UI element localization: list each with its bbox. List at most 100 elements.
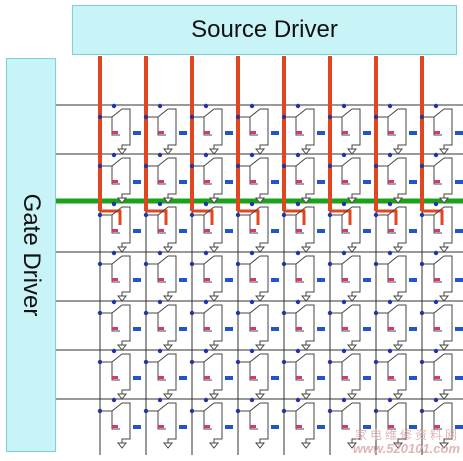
storage-capacitor-icon [455, 425, 463, 429]
pixel-cell [235, 250, 279, 302]
gate-node-dot [111, 250, 117, 256]
tft-switch-icon [111, 157, 123, 167]
gate-node-dot [249, 250, 255, 256]
pixel-wire [284, 312, 304, 332]
tft-switch-icon [203, 206, 215, 216]
pixel-wire [443, 157, 453, 199]
tft-switch-icon [433, 108, 445, 118]
storage-capacitor-icon [225, 229, 233, 233]
storage-capacitor-icon [225, 131, 233, 135]
tft-switch-icon [111, 402, 123, 412]
pixel-wire [121, 157, 131, 199]
pixel-wire [167, 402, 177, 444]
tft-switch-icon [157, 402, 169, 412]
pixel-cell [373, 348, 417, 400]
tft-switch-icon [387, 206, 399, 216]
ground-icon [300, 393, 312, 400]
pixel-electrode-icon [434, 327, 440, 330]
ground-icon [346, 442, 358, 449]
gate-node-dot [433, 397, 439, 403]
ground-icon [346, 344, 358, 351]
ground-icon [300, 148, 312, 155]
tft-switch-icon [295, 353, 307, 363]
ground-icon [254, 344, 266, 351]
pixel-cell [281, 250, 325, 302]
pixel-wire [146, 116, 166, 136]
storage-capacitor-icon [409, 327, 417, 331]
pixel-wire [443, 304, 453, 346]
ground-icon [392, 442, 404, 449]
pixel-wire [213, 255, 223, 297]
data-line-highlight-elbow [238, 209, 260, 225]
ground-icon [346, 148, 358, 155]
tft-switch-icon [111, 353, 123, 363]
tft-switch-icon [111, 108, 123, 118]
pixel-wire [121, 402, 131, 444]
pixel-wire [422, 312, 442, 332]
pixel-wire [305, 206, 315, 248]
tft-switch-icon [341, 353, 353, 363]
gate-node-dot [387, 152, 393, 158]
pixel-electrode-icon [342, 180, 348, 183]
pixel-wire [330, 312, 350, 332]
storage-capacitor-icon [317, 131, 325, 135]
tft-switch-icon [249, 255, 261, 265]
data-line-highlight-elbow [192, 209, 214, 225]
pixel-wire [330, 165, 350, 185]
pixel-cell [97, 397, 141, 449]
pixel-wire [330, 116, 350, 136]
pixel-cell [281, 348, 325, 400]
pixel-cell [97, 103, 141, 155]
pixel-electrode-icon [204, 131, 210, 134]
pixel-wire [121, 108, 131, 150]
ground-icon [300, 197, 312, 204]
pixel-wire [100, 312, 120, 332]
pixel-wire [167, 157, 177, 199]
pixel-electrode-icon [296, 327, 302, 330]
tft-switch-icon [295, 108, 307, 118]
storage-capacitor-icon [179, 180, 187, 184]
pixel-cell [235, 299, 279, 351]
storage-capacitor-icon [133, 278, 141, 282]
gate-node-dot [387, 299, 393, 305]
ground-icon [116, 442, 128, 449]
pixel-electrode-icon [158, 180, 164, 183]
pixel-electrode-icon [434, 131, 440, 134]
gate-node-dot [111, 397, 117, 403]
tft-switch-icon [295, 157, 307, 167]
ground-icon [254, 393, 266, 400]
pixel-cell [143, 152, 187, 204]
pixel-cell [419, 250, 463, 302]
ground-icon [438, 246, 450, 253]
gate-node-dot [157, 348, 163, 354]
tft-switch-icon [387, 353, 399, 363]
pixel-cell [189, 250, 233, 302]
storage-capacitor-icon [271, 229, 279, 233]
pixel-cell [419, 201, 463, 253]
gate-node-dot [295, 201, 301, 207]
storage-capacitor-icon [179, 376, 187, 380]
pixel-wire [100, 361, 120, 381]
pixel-wire [192, 116, 212, 136]
pixel-wire [422, 410, 442, 430]
pixel-wire [121, 353, 131, 395]
pixel-wire [305, 353, 315, 395]
pixel-wire [422, 214, 442, 234]
ground-icon [208, 197, 220, 204]
pixel-wire [351, 255, 361, 297]
data-line-highlight-elbow [284, 209, 306, 225]
pixel-cell [235, 103, 279, 155]
storage-capacitor-icon [317, 425, 325, 429]
pixel-wire [146, 165, 166, 185]
pixel-wire [376, 410, 396, 430]
pixel-electrode-icon [204, 278, 210, 281]
pixel-electrode-icon [204, 229, 210, 232]
ground-icon [392, 197, 404, 204]
pixel-cell [419, 152, 463, 204]
storage-capacitor-icon [409, 180, 417, 184]
pixel-wire [259, 108, 269, 150]
data-line-highlight-elbow [422, 209, 444, 225]
storage-capacitor-icon [317, 376, 325, 380]
tft-switch-icon [249, 108, 261, 118]
tft-switch-icon [111, 304, 123, 314]
